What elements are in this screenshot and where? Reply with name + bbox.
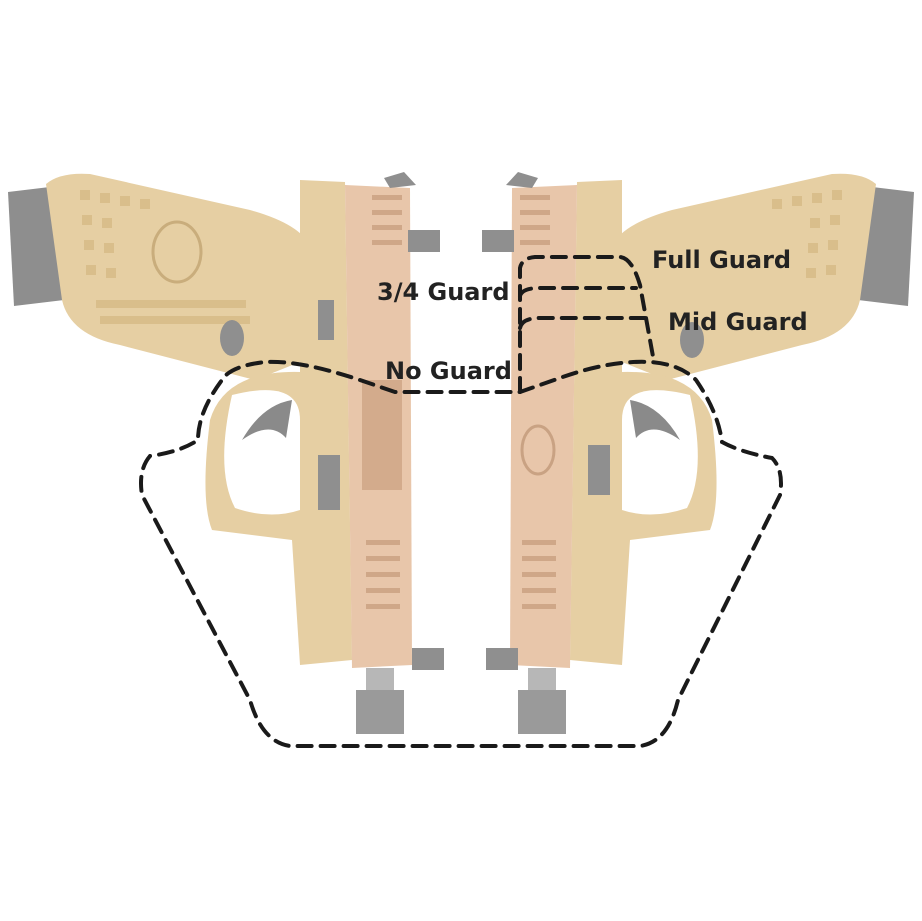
left-ejection-port [362, 380, 402, 490]
left-barrel-neck [366, 668, 394, 690]
left-grip-texture [80, 190, 250, 324]
three-quarter-guard-outline [518, 286, 638, 298]
guard-outlines [139, 255, 783, 748]
left-slide-stop [318, 300, 334, 340]
full-guard-outline [518, 255, 656, 394]
left-slide-serrations [366, 195, 402, 609]
left-grip-logo [151, 220, 203, 284]
mid-guard-label: Mid Guard [668, 308, 808, 336]
left-takedown-lever [318, 455, 340, 510]
full-guard-label: Full Guard [652, 246, 792, 274]
right-pistol [482, 172, 914, 734]
right-trigger [630, 400, 680, 440]
no-guard-label: No Guard [385, 357, 512, 385]
left-rear-sight [384, 172, 416, 188]
left-pistol [8, 172, 444, 734]
holster-body-outline [139, 359, 783, 748]
left-front-sight [408, 230, 440, 252]
right-rear-bottom-sight [486, 648, 518, 670]
left-trigger [242, 400, 292, 440]
right-slide-logo [520, 424, 556, 476]
right-slide-stop [588, 445, 610, 495]
left-magazine-base [8, 186, 64, 306]
right-magazine-base [858, 186, 914, 306]
mid-guard-outline [518, 316, 650, 330]
left-mag-release [220, 320, 244, 356]
right-rear-sight [506, 172, 538, 188]
right-grip-texture [772, 190, 842, 278]
right-front-sight [482, 230, 514, 252]
left-threaded-barrel [356, 690, 404, 734]
right-slide-serrations [520, 195, 556, 609]
left-grip [46, 173, 330, 380]
right-grip [592, 173, 876, 380]
right-mag-release [680, 322, 704, 358]
right-barrel-neck [528, 668, 556, 690]
three-quarter-guard-label: 3/4 Guard [377, 278, 510, 306]
left-rear-bottom-sight [412, 648, 444, 670]
right-threaded-barrel [518, 690, 566, 734]
